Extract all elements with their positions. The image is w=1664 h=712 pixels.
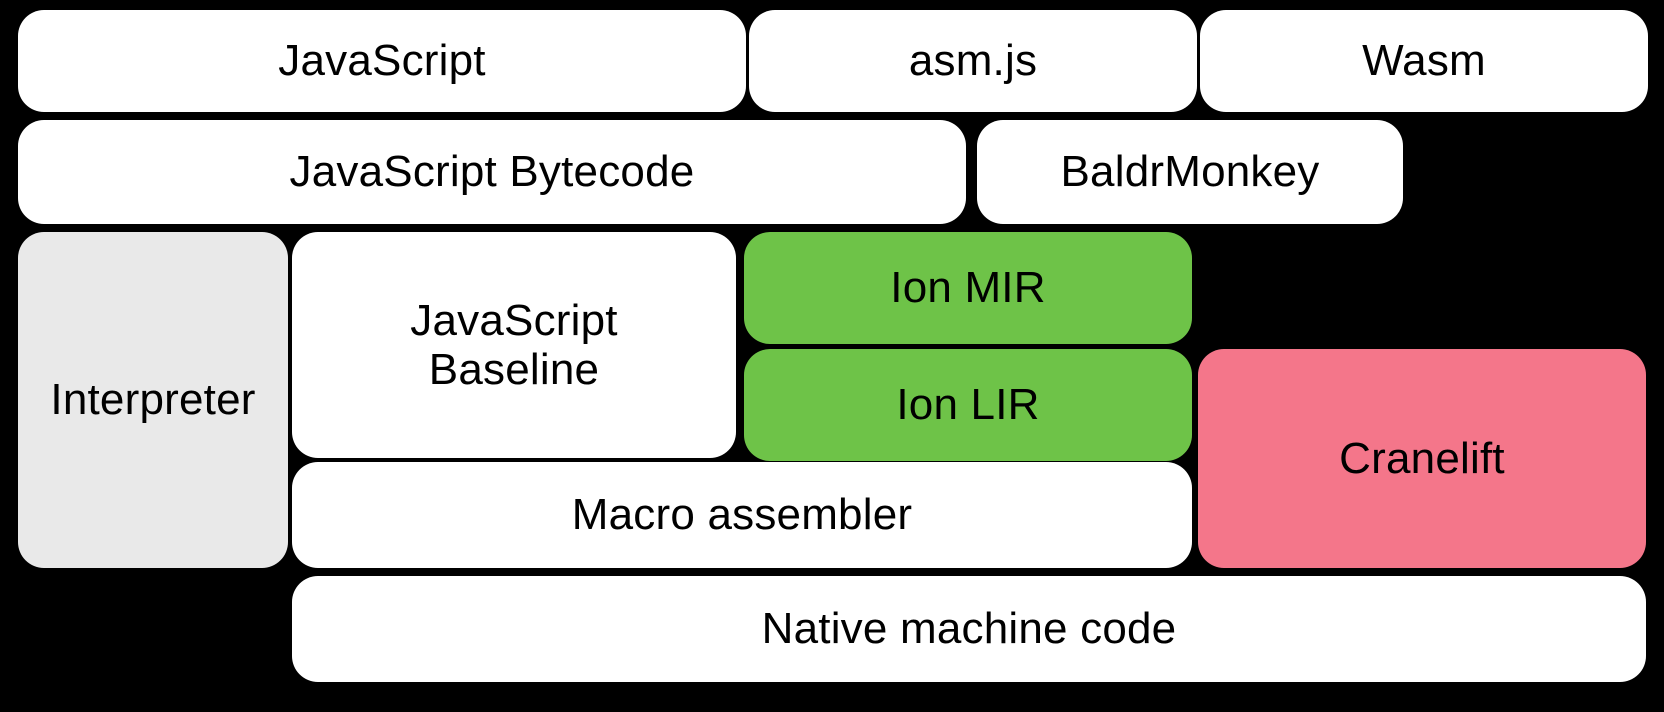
node-javascript: JavaScript [18, 10, 746, 112]
node-ion-mir: Ion MIR [744, 232, 1192, 344]
node-wasm: Wasm [1200, 10, 1648, 112]
node-cranelift: Cranelift [1198, 349, 1646, 568]
node-interpreter: Interpreter [18, 232, 288, 568]
node-javascript-bytecode: JavaScript Bytecode [18, 120, 966, 224]
node-ion-lir: Ion LIR [744, 349, 1192, 461]
node-asmjs: asm.js [749, 10, 1197, 112]
node-macro-assembler: Macro assembler [292, 462, 1192, 568]
node-javascript-baseline: JavaScript Baseline [292, 232, 736, 458]
node-native-machine-code: Native machine code [292, 576, 1646, 682]
node-baldrmonkey: BaldrMonkey [977, 120, 1403, 224]
